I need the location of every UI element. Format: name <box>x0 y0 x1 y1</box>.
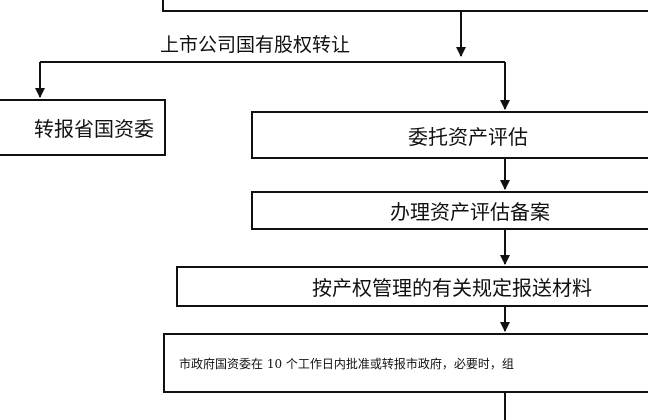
node-report-province-sasac-text: 转报省国资委 <box>34 117 154 141</box>
node-top-partial <box>162 0 648 12</box>
node-submit-materials-text: 按产权管理的有关规定报送材料 <box>312 276 592 300</box>
node-entrust-asset-valuation-text: 委托资产评估 <box>408 124 528 149</box>
edge-label-listed-company-transfer: 上市公司国有股权转让 <box>160 34 351 56</box>
node-city-sasac-approval: 市政府国资委在 10 个工作日内批准或转报市政府，必要时，组 <box>163 333 648 393</box>
node-valuation-filing: 办理资产评估备案 <box>251 191 648 230</box>
node-entrust-asset-valuation: 委托资产评估 <box>251 111 648 159</box>
node-valuation-filing-text: 办理资产评估备案 <box>390 200 550 224</box>
node-report-province-sasac: 转报省国资委 <box>0 99 166 156</box>
node-city-sasac-approval-text: 市政府国资委在 10 个工作日内批准或转报市政府，必要时，组 <box>179 356 514 371</box>
node-submit-materials: 按产权管理的有关规定报送材料 <box>176 266 648 307</box>
